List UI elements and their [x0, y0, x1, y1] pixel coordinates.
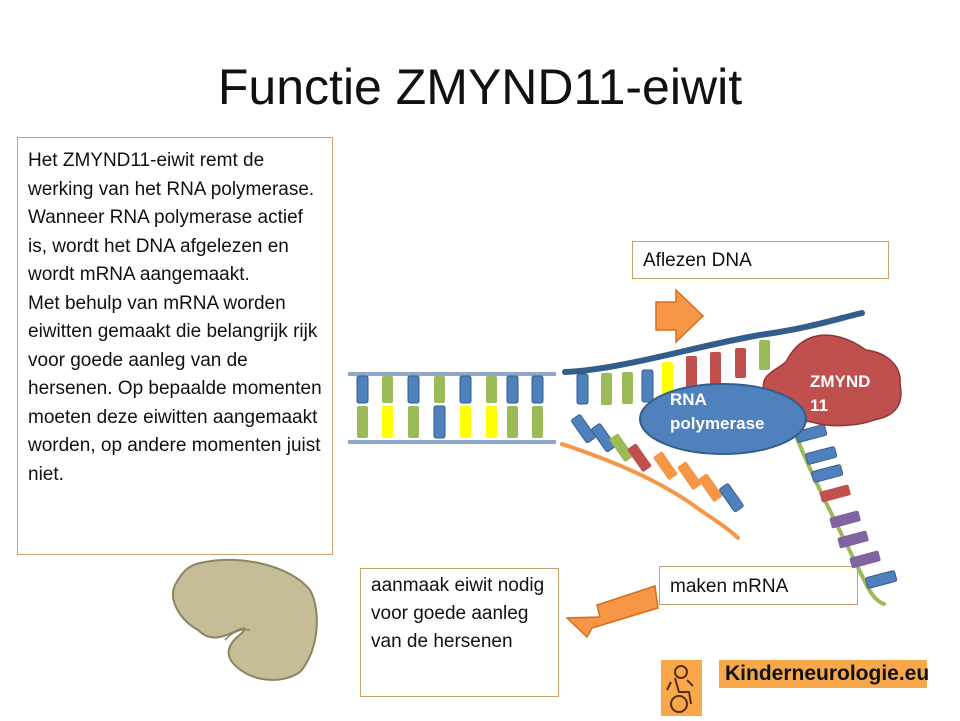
rna-polymerase-label-line-1: RNA: [670, 390, 707, 409]
description-paragraph-2: Met behulp van mRNA worden eiwitten gema…: [28, 292, 322, 485]
zmynd11-label-line-1: ZMYND: [810, 372, 871, 391]
brand-banner[interactable]: Kinderneurologie.eu: [661, 660, 929, 716]
protein-shape: [172, 558, 318, 681]
rna-polymerase-label-line-2: polymerase: [670, 414, 765, 433]
aflezen-dna-label: Aflezen DNA: [632, 241, 889, 279]
brand-name[interactable]: Kinderneurologie.eu: [719, 660, 929, 688]
mrna-bases: [795, 424, 898, 589]
lower-strand-bases: [571, 414, 744, 513]
description-paragraph-1: Het ZMYND11-eiwit remt de werking van he…: [28, 150, 315, 285]
dna-base-pairs: [356, 375, 544, 439]
zmynd11-label-line-2: 11: [810, 396, 828, 415]
protein-fold-line: [224, 628, 251, 641]
dna-upper-strand: [562, 310, 865, 375]
zmynd11-label: ZMYND 11: [810, 370, 870, 418]
aanmaak-eiwit-label: aanmaak eiwit nodig voor goede aanleg va…: [360, 568, 559, 697]
read-direction-arrow-icon: [655, 288, 705, 344]
page-title: Functie ZMYND11-eiwit: [217, 59, 743, 115]
maken-mrna-label: maken mRNA: [659, 566, 858, 605]
dna-lower-strand: [560, 442, 740, 540]
upper-strand-bases: [576, 340, 770, 405]
description-box: Het ZMYND11-eiwit remt de werking van he…: [17, 137, 333, 555]
rna-polymerase-label: RNA polymerase: [670, 388, 765, 436]
rna-polymerase-shape: [639, 383, 807, 455]
protein-output-arrow-icon: [565, 585, 659, 639]
child-wheelchair-logo-icon: [661, 660, 702, 716]
